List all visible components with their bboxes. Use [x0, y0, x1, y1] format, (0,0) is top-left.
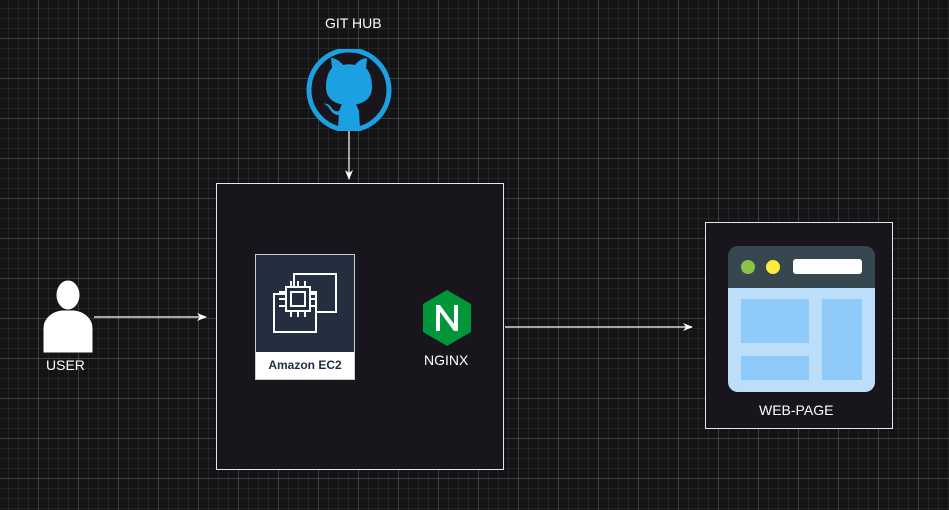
github-label: GIT HUB — [325, 15, 382, 31]
ec2-chip-icon — [273, 272, 337, 333]
nginx-label: NGINX — [424, 352, 469, 368]
user-icon[interactable] — [42, 278, 94, 354]
webpage-label: WEB-PAGE — [759, 402, 834, 418]
user-label: USER — [46, 357, 85, 373]
ec2-label: Amazon EC2 — [256, 352, 354, 379]
ec2-node[interactable]: Amazon EC2 — [255, 254, 355, 380]
browser-window-icon — [728, 246, 875, 392]
nginx-icon[interactable] — [421, 289, 473, 347]
github-logo — [304, 49, 394, 131]
